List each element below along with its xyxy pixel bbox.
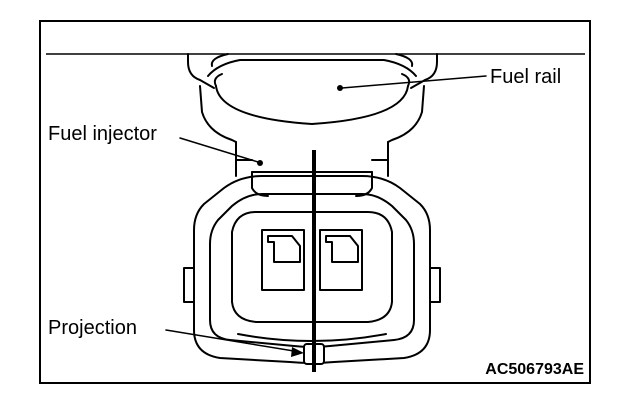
fuel-rail-cup (187, 53, 438, 143)
figure-code: AC506793AE (485, 361, 584, 378)
connector-terminals (261, 229, 363, 291)
fuel-rail-label: Fuel rail (490, 66, 561, 88)
figure-frame (39, 20, 591, 384)
fuel-injector-leader (179, 137, 263, 166)
fuel-rail-leader (337, 75, 487, 91)
projection-leader (165, 329, 304, 357)
projection-label: Projection (48, 317, 137, 339)
projection-mark (303, 343, 325, 365)
fuel-injector-label: Fuel injector (48, 123, 157, 145)
